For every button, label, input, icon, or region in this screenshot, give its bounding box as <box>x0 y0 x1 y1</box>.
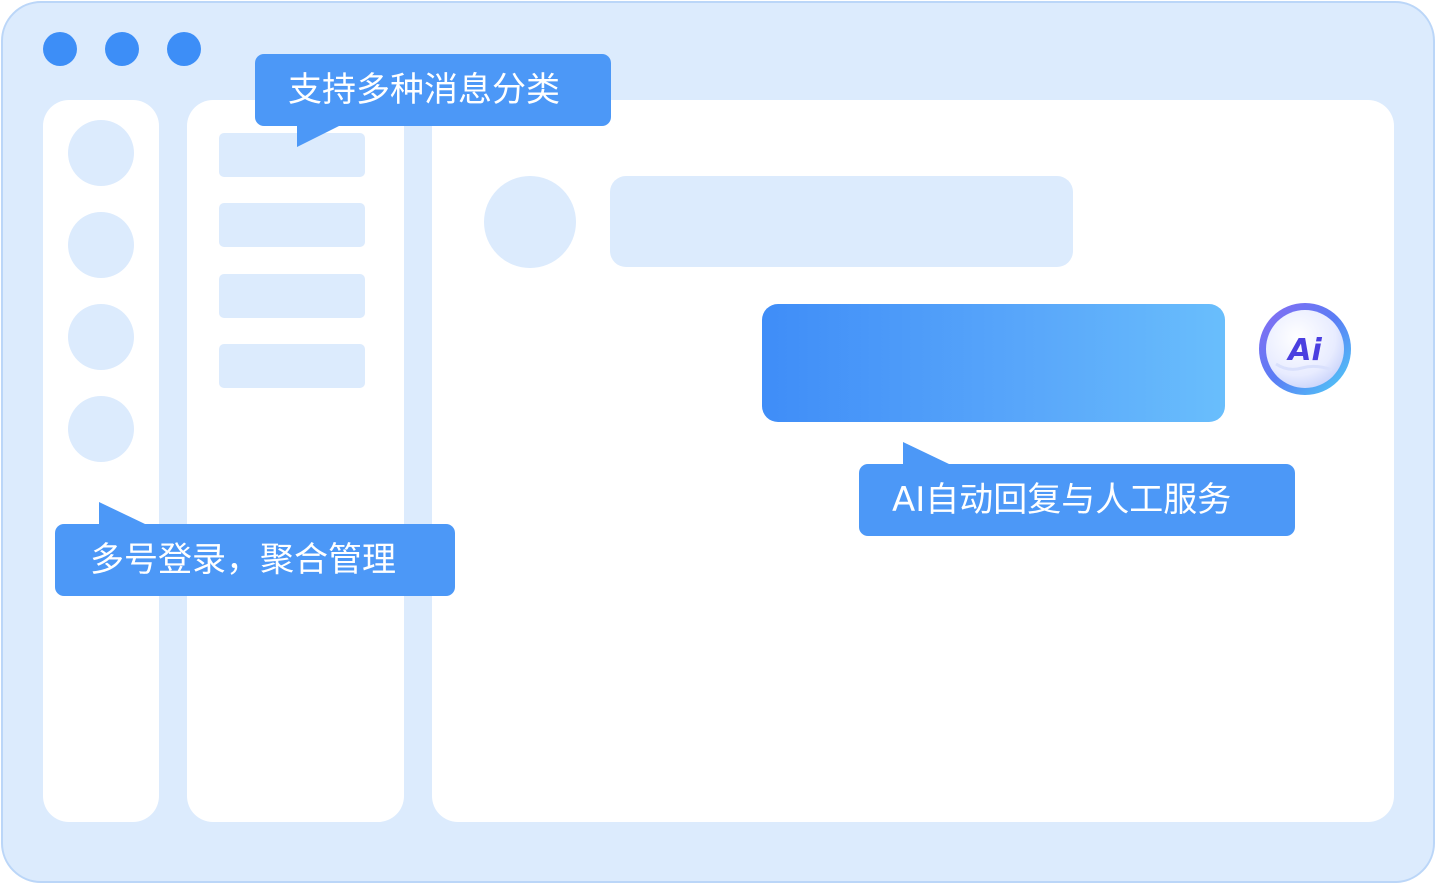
account-avatar-placeholder <box>68 304 134 370</box>
conversation-item-placeholder <box>219 133 365 177</box>
callout-multi-account-text: 多号登录，聚合管理 <box>90 540 396 580</box>
contact-avatar-placeholder <box>484 176 576 268</box>
account-avatar-placeholder <box>68 120 134 186</box>
ai-assistant-icon: Ai <box>1259 303 1351 395</box>
callout-ai-service-text: AI自动回复与人工服务 <box>892 480 1232 520</box>
chat-panel: Ai <box>432 100 1394 822</box>
incoming-message-bubble <box>610 176 1073 267</box>
callout-message-categories: 支持多种消息分类 <box>255 54 611 147</box>
callout-message-categories-text: 支持多种消息分类 <box>288 70 560 110</box>
conversation-list-panel <box>187 100 404 822</box>
ai-badge-label: Ai <box>1286 333 1322 368</box>
window-control-dot-2 <box>105 32 139 66</box>
conversation-item-placeholder <box>219 274 365 318</box>
account-avatar-placeholder <box>68 396 134 462</box>
outgoing-message-bubble <box>762 304 1225 422</box>
window-control-dot-1 <box>43 32 77 66</box>
callout-multi-account: 多号登录，聚合管理 <box>55 502 455 596</box>
conversation-item-placeholder <box>219 344 365 388</box>
callout-ai-service: AI自动回复与人工服务 <box>859 442 1295 536</box>
conversation-item-placeholder <box>219 203 365 247</box>
window-control-dot-3 <box>167 32 201 66</box>
account-sidebar <box>43 100 159 822</box>
account-avatar-placeholder <box>68 212 134 278</box>
